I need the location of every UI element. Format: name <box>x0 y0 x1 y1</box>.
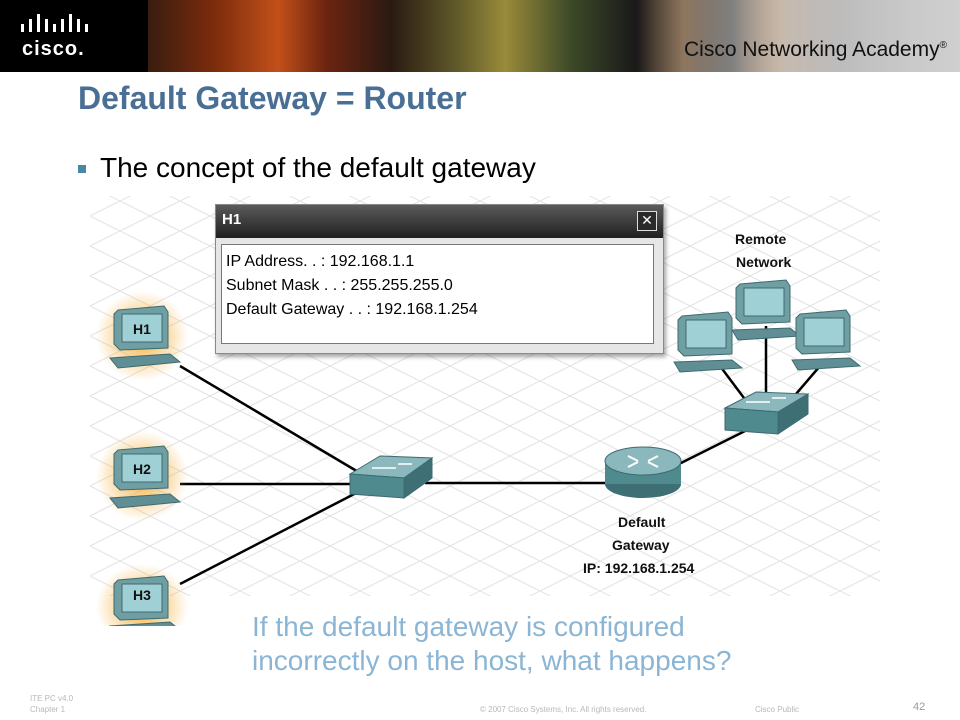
question-text: If the default gateway is configured inc… <box>252 611 732 676</box>
slide-title: Default Gateway = Router <box>78 80 467 116</box>
cisco-bridge-icon <box>21 14 88 32</box>
remote-network-label-line2: Network <box>736 254 792 270</box>
default-gateway-line: Default Gateway . . : 192.168.1.254 <box>226 301 478 318</box>
window-title: H1 <box>222 211 242 228</box>
footer-classification: Cisco Public <box>755 705 800 714</box>
bullet-square-icon <box>78 165 86 173</box>
local-switch-icon[interactable] <box>348 455 434 499</box>
host-h1-icon[interactable] <box>96 291 188 381</box>
bullet-item: The concept of the default gateway <box>78 152 536 184</box>
gateway-label-line1: Default <box>618 514 666 530</box>
page-number: 42 <box>913 701 926 713</box>
cisco-logo: cisco. <box>18 14 128 60</box>
ip-address-line: IP Address. . : 192.168.1.1 <box>226 253 415 270</box>
footer-course: ITE PC v4.0 <box>30 694 74 703</box>
host-h1-label: H1 <box>133 321 151 337</box>
network-links <box>179 326 821 586</box>
footer-copyright: © 2007 Cisco Systems, Inc. All rights re… <box>480 705 647 714</box>
window-titlebar[interactable]: H1 ✕ <box>216 205 663 238</box>
remote-pc-icon[interactable] <box>731 279 802 341</box>
subnet-mask-line: Subnet Mask . . : 255.255.255.0 <box>226 277 453 294</box>
gateway-ip-label: IP: 192.168.1.254 <box>583 560 695 576</box>
remote-pc-icon[interactable] <box>673 311 744 373</box>
ip-config-panel: IP Address. . : 192.168.1.1 Subnet Mask … <box>221 244 654 344</box>
host-h3-icon[interactable] <box>96 564 188 626</box>
academy-title: Cisco Networking Academy® <box>684 38 947 61</box>
host-h2-icon[interactable] <box>96 431 188 521</box>
remote-switch-icon[interactable] <box>723 391 810 435</box>
remote-pc-icon[interactable] <box>791 309 862 371</box>
host-config-window[interactable]: H1 ✕ IP Address. . : 192.168.1.1 Subnet … <box>215 204 664 354</box>
host-h3-label: H3 <box>133 587 151 603</box>
gateway-label-line2: Gateway <box>612 537 670 553</box>
header-banner: cisco. Cisco Networking Academy® <box>0 0 960 72</box>
host-h2-label: H2 <box>133 461 151 477</box>
footer-chapter: Chapter 1 <box>30 705 66 714</box>
close-icon[interactable]: ✕ <box>637 211 657 231</box>
banner-photo-strip <box>148 0 960 72</box>
router-icon[interactable] <box>604 446 682 498</box>
cisco-wordmark: cisco. <box>22 38 85 60</box>
remote-network-label-line1: Remote <box>735 231 787 247</box>
